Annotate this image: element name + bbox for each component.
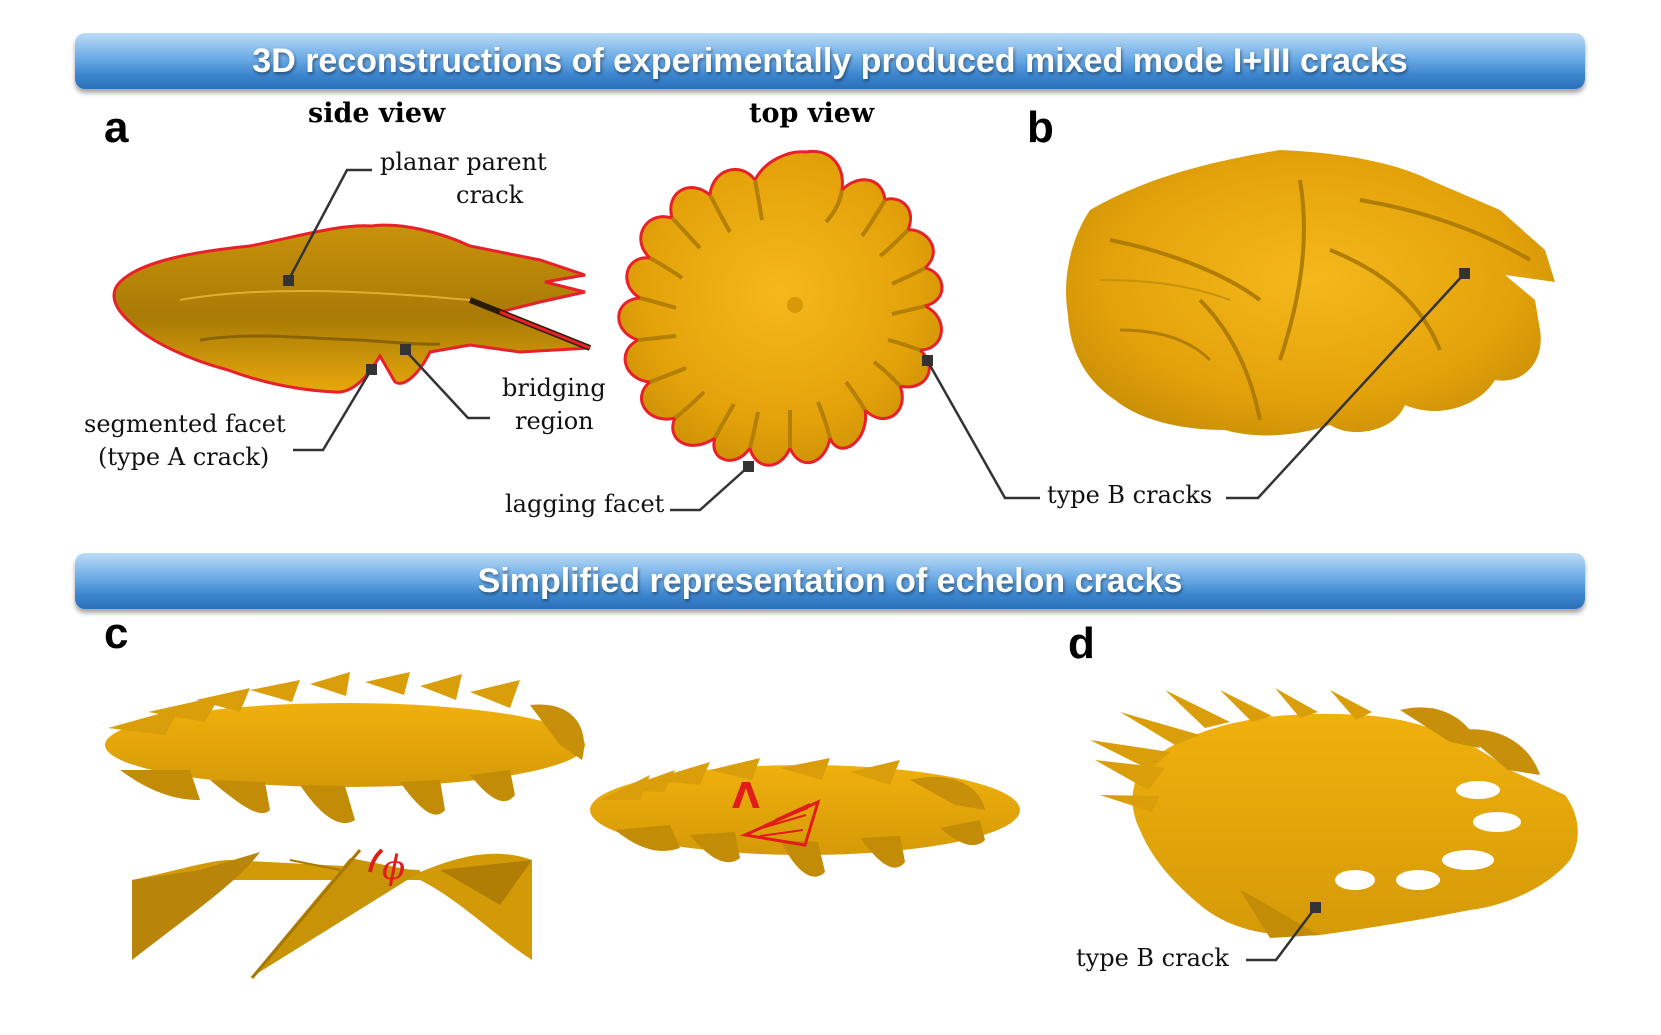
panel-label-b: b — [1027, 103, 1054, 152]
label-bridging-region-line1: bridging — [502, 374, 606, 402]
side-view-crack — [112, 168, 592, 452]
label-type-b-cracks: type B cracks — [1047, 481, 1213, 509]
label-lambda-angle: Λ — [732, 776, 760, 817]
panel-label-c: c — [104, 609, 129, 658]
panel-label-d: d — [1068, 619, 1095, 668]
echelon-crack-side-model — [105, 672, 585, 824]
panel-label-a: a — [104, 103, 129, 152]
side-view-title: side view — [308, 98, 446, 129]
label-segmented-facet-line1: segmented facet — [84, 410, 286, 438]
tilted-crack-reconstruction — [1066, 150, 1555, 500]
label-planar-parent-crack-line1: planar parent — [380, 148, 547, 176]
bottom-banner: Simplified representation of echelon cra… — [75, 553, 1585, 609]
label-type-b-crack: type B crack — [1076, 944, 1229, 972]
echelon-cross-section — [132, 848, 532, 979]
label-phi-angle: ϕ — [382, 848, 406, 888]
top-view-crack — [617, 149, 1040, 512]
top-view-title: top view — [749, 98, 875, 129]
label-lagging-facet: lagging facet — [505, 490, 665, 518]
top-banner: 3D reconstructions of experimentally pro… — [75, 33, 1585, 89]
label-segmented-facet-line2: (type A crack) — [98, 443, 270, 471]
label-bridging-region-line2: region — [515, 407, 594, 435]
label-planar-parent-crack-line2: crack — [456, 181, 524, 209]
echelon-type-b-model — [1090, 688, 1578, 962]
echelon-perspective-model — [590, 758, 1020, 877]
